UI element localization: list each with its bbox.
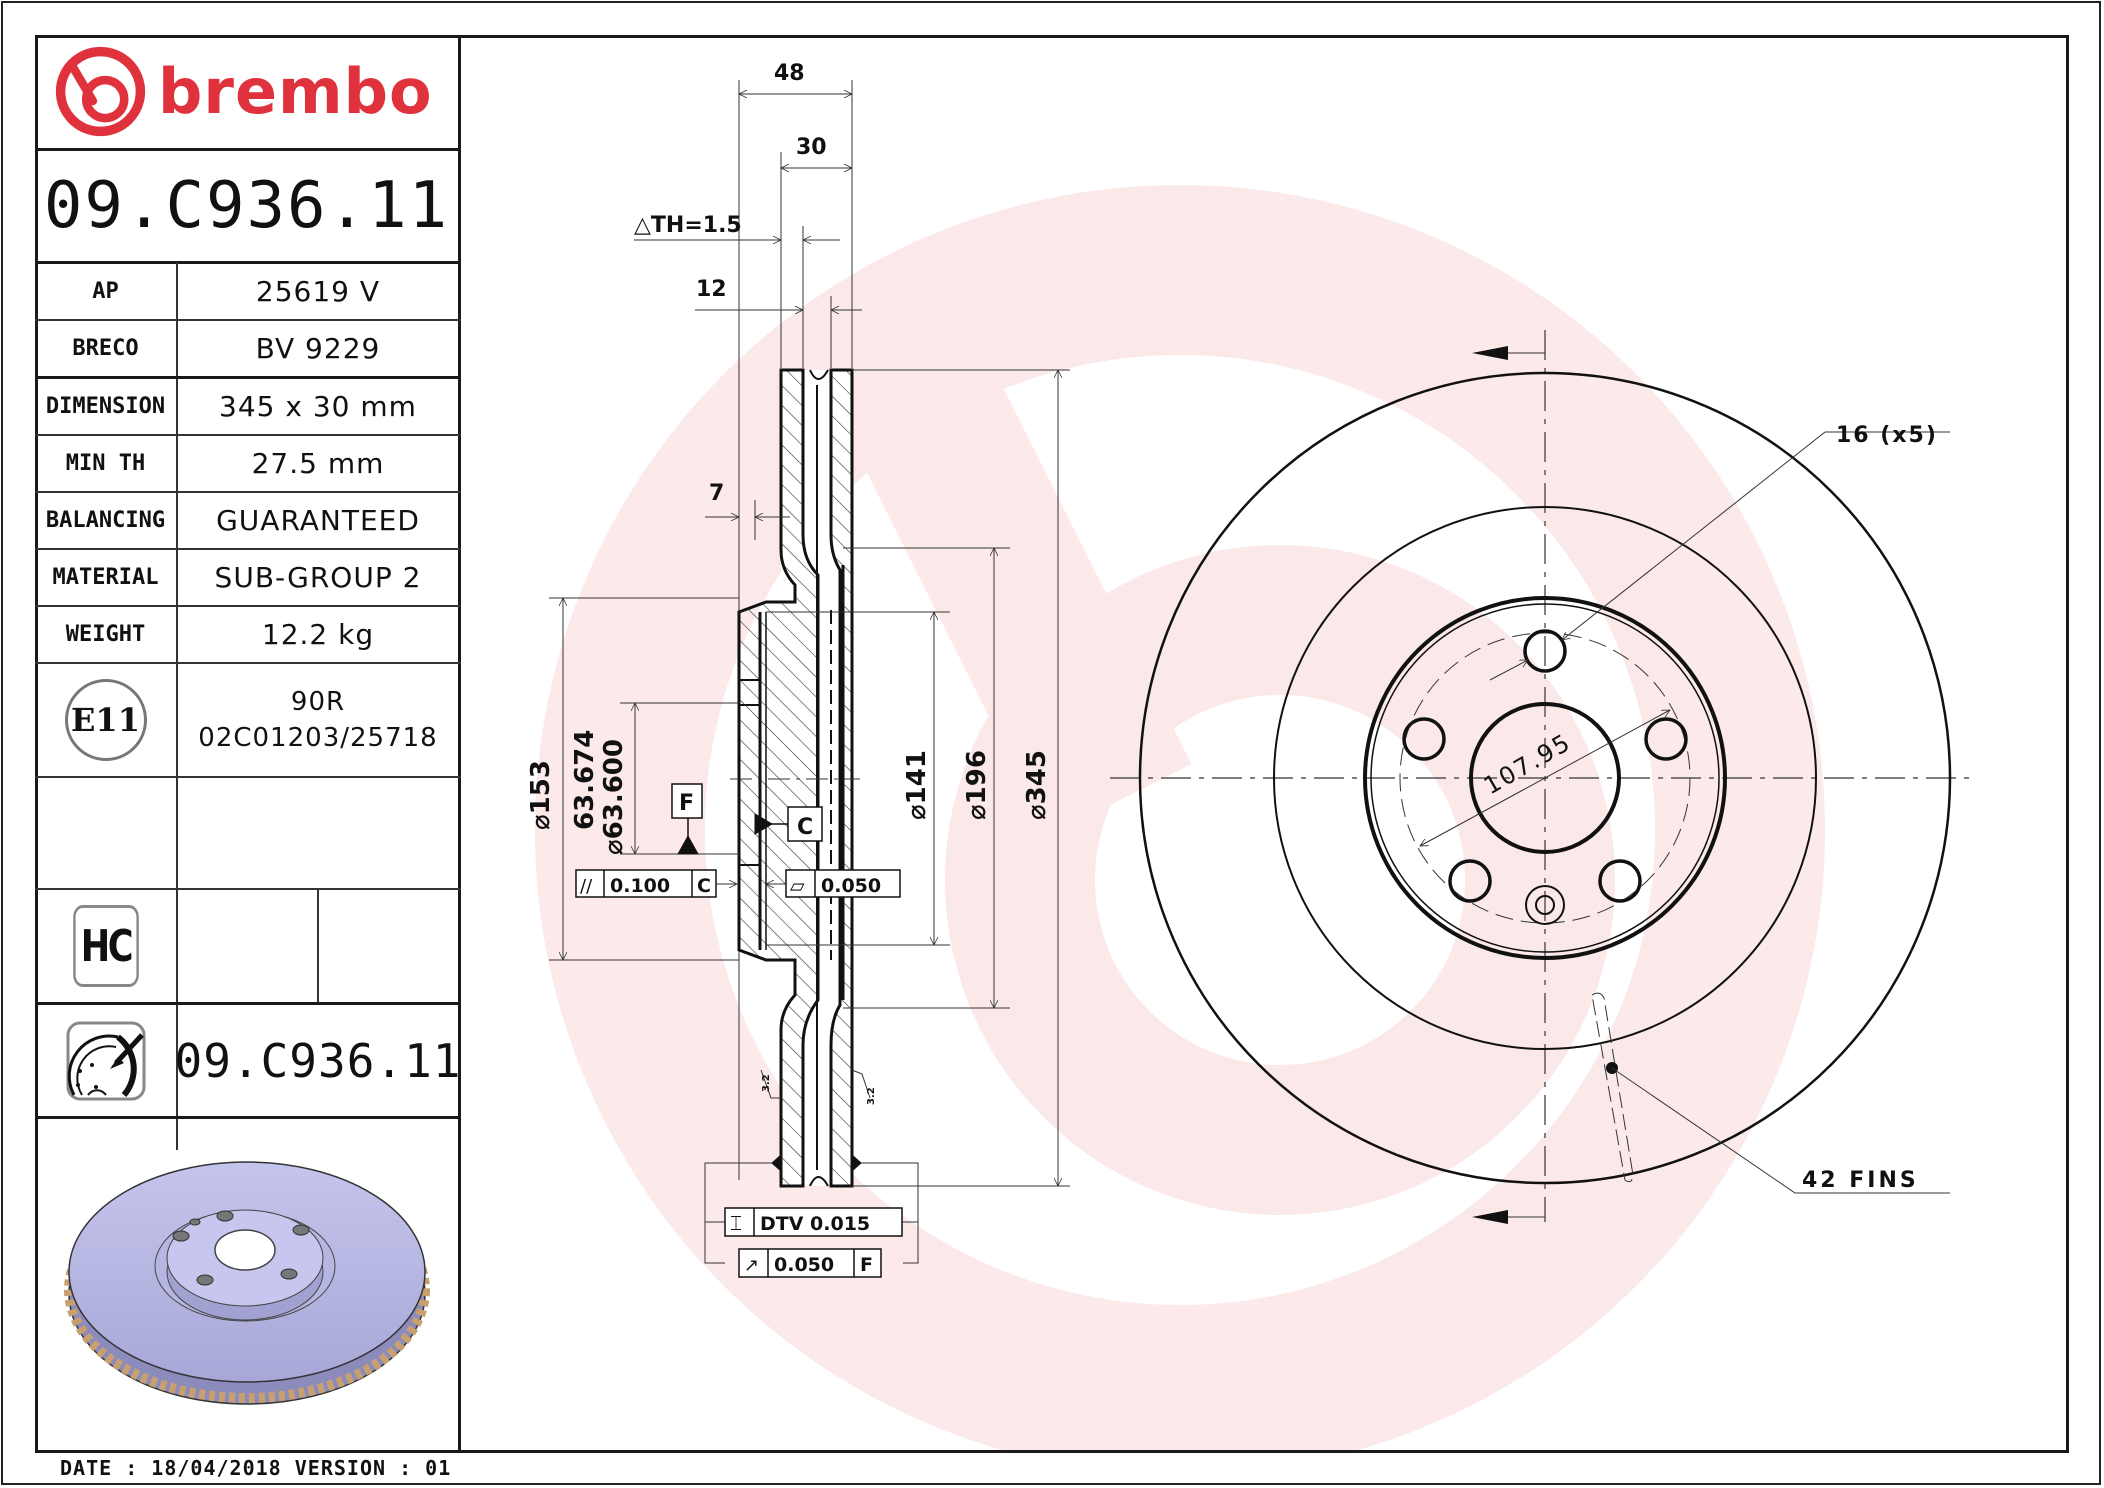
datum-f: F [679,791,694,816]
dia-63-upper: 63.674 [570,730,600,830]
front-view [1110,330,1975,1224]
drawing-frame [35,35,2069,1453]
hc-badge-icon: HC [72,905,139,987]
homologation-line1: 90R [290,687,346,717]
dtv-value: DTV 0.015 [760,1213,870,1235]
divider [35,888,461,890]
spec-label-material: MATERIAL [52,565,159,590]
runout-value: 0.050 [774,1254,834,1276]
brembo-logo-icon [55,46,146,137]
divider [35,776,461,778]
divider [35,319,461,321]
spec-label-dimension: DIMENSION [45,393,166,419]
footer-date-version: DATE : 18/04/2018 VERSION : 01 [60,1456,452,1480]
divider [35,1002,461,1005]
hc-badge: HC [35,890,176,1002]
dtv-symbol: ⌶ [730,1211,742,1235]
brake-disc-image [63,1161,430,1405]
divider [35,548,461,550]
title-block: brembo 09.C936.11 AP 25619 V BRECO BV 92… [35,35,461,1453]
dim-12: 12 [696,277,727,302]
e11-badge: E11 [35,664,176,776]
dim-30: 30 [796,135,827,160]
section-view [549,80,1070,1278]
runout-symbol: ↗ [744,1255,759,1276]
homologation-text: 90R 02C01203/25718 [178,664,458,776]
dia-196: ⌀196 [962,750,992,820]
spec-value-breco: BV 9229 [255,332,381,365]
spec-label-breco: BRECO [72,336,139,361]
disc-3d-render [35,1119,458,1449]
spec-label-weight: WEIGHT [65,622,146,647]
delta-th: △TH=1.5 [634,213,742,238]
dim-48: 48 [774,61,805,86]
fins-note: 42 FINS [1802,1168,1919,1193]
spec-label-balancing: BALANCING [45,508,166,533]
brand-name: brembo [158,55,433,128]
spec-value-balancing: GUARANTEED [216,504,420,537]
divider [35,662,461,664]
marking-part-number: 09.C936.11 [174,1034,462,1088]
dia-141: ⌀141 [902,750,932,820]
divider [35,148,461,151]
drawing-canvas: 48 30 △TH=1.5 12 7 ⌀153 63.674 ⌀63.600 ⌀… [526,61,1975,1450]
runout-datum: F [860,1254,873,1276]
dia-63-lower: ⌀63.600 [599,739,629,855]
flatness-value: 0.050 [821,875,881,897]
e11-badge-icon: E11 [64,679,147,761]
spec-label-min-th: MIN TH [65,451,146,476]
divider [35,434,461,436]
marking-icon-cell [35,1005,176,1117]
spec-value-ap: 25619 V [255,274,381,308]
divider [176,263,178,1150]
parallelism-symbol: // [580,876,593,897]
roughness-right: 3.2 [866,1087,877,1105]
spec-value-weight: 12.2 kg [261,618,375,651]
divider [35,605,461,607]
technical-drawing: 48 30 △TH=1.5 12 7 ⌀153 63.674 ⌀63.600 ⌀… [461,38,2066,1450]
divider [35,491,461,493]
parallelism-datum: C [697,875,711,897]
spec-value-material: SUB-GROUP 2 [214,561,422,594]
part-number: 09.C936.11 [43,169,450,243]
divider [317,890,319,1002]
spec-value-min-th: 27.5 mm [251,447,385,480]
spec-label-ap: AP [92,278,119,304]
parallelism-value: 0.100 [610,875,670,897]
datum-c: C [797,815,813,840]
dia-153: ⌀153 [526,760,556,830]
homologation-line2: 02C01203/25718 [198,723,438,753]
disc-engraving-icon [66,1021,145,1101]
brand-logo: brembo [35,35,458,148]
divider [35,261,461,264]
spec-value-dimension: 345 x 30 mm [219,389,417,423]
dia-345: ⌀345 [1022,750,1052,820]
bolt-holes-note: 16 (x5) [1836,423,1938,448]
roughness-left: 3.2 [761,1074,772,1092]
divider [35,376,461,379]
flatness-symbol: ▱ [790,875,805,897]
dim-7: 7 [709,481,724,506]
divider [35,1116,461,1119]
